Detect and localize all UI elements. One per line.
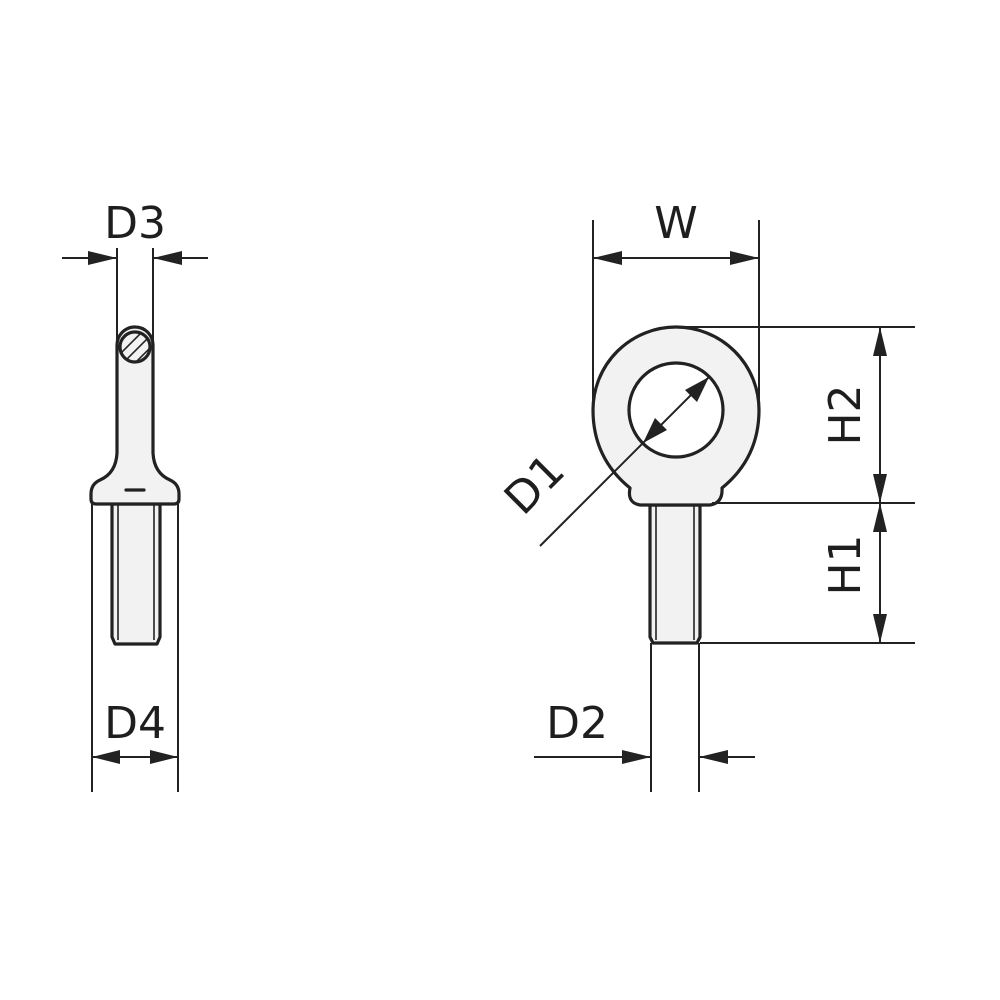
side-view: D3 D4 bbox=[62, 198, 208, 792]
label-h2: H2 bbox=[820, 384, 871, 445]
front-view: W D1 H2 H1 bbox=[495, 198, 915, 792]
front-view-shank bbox=[648, 503, 702, 645]
side-view-collar-and-ring bbox=[89, 325, 181, 506]
side-view-ring-section bbox=[118, 330, 152, 364]
dimension-d4: D4 bbox=[91, 504, 179, 792]
label-w: W bbox=[654, 198, 698, 249]
dimension-w: W bbox=[592, 198, 760, 405]
label-d4: D4 bbox=[104, 698, 166, 749]
label-d3: D3 bbox=[104, 198, 166, 249]
label-d2: D2 bbox=[546, 698, 608, 749]
label-h1: H1 bbox=[820, 534, 871, 595]
dimension-h2: H2 bbox=[676, 326, 915, 504]
dimension-h1: H1 bbox=[700, 503, 915, 644]
label-d1: D1 bbox=[495, 445, 575, 525]
dimension-d3: D3 bbox=[62, 198, 208, 345]
side-view-shank bbox=[110, 502, 162, 646]
dimension-d2: D2 bbox=[534, 643, 755, 792]
